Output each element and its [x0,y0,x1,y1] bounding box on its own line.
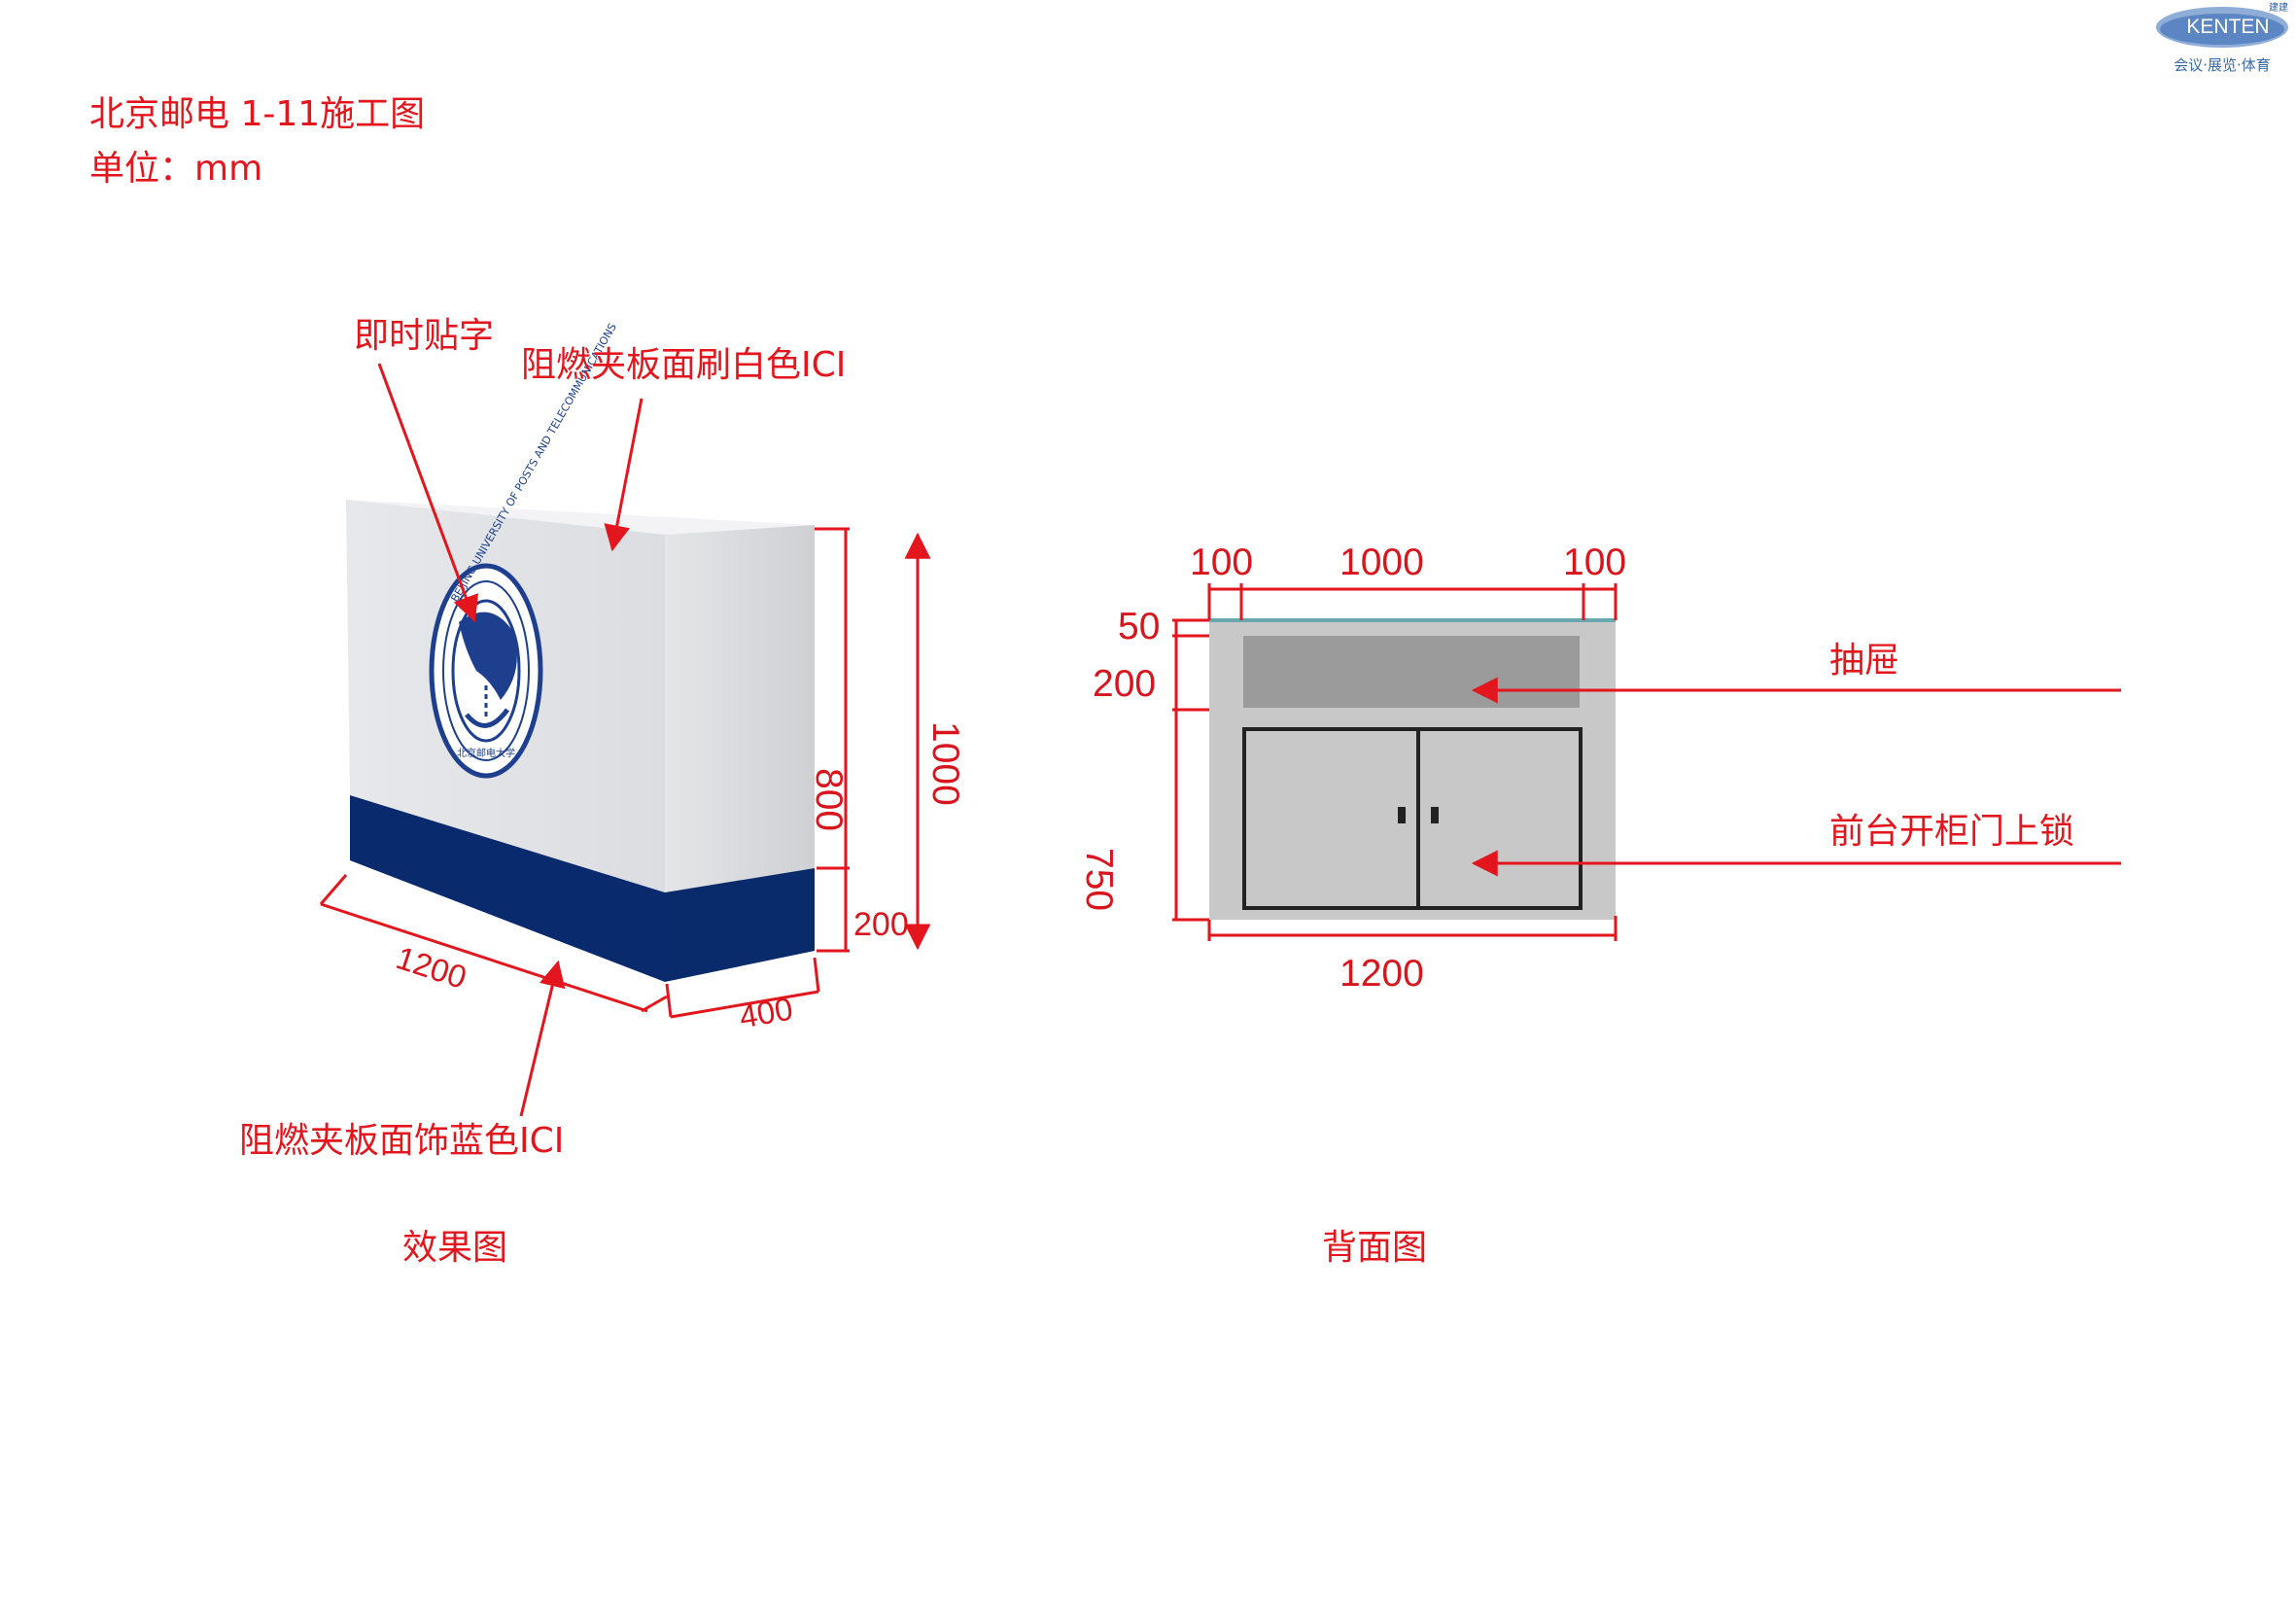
label-top-material: 阻燃夹板面刷白色ICI [521,345,847,385]
leader-bottom-material [519,960,566,1117]
dim-height-total: 1000 [924,721,966,806]
dim-back-top-gap: 50 [1118,606,1161,647]
caption-effect: 效果图 [402,1228,508,1268]
back-cabinet [1242,727,1583,910]
label-cabinet: 前台开柜门上锁 [1829,812,2075,852]
kenten-logo: 建建 KENTEN 会议·展览·体育 [2148,0,2294,78]
emblem-arc [465,708,510,728]
emblem-bird-shape [459,612,517,700]
dim-back-drawer: 200 [1093,663,1157,705]
label-bottom-material: 阻燃夹板面饰蓝色ICI [239,1121,565,1161]
kenten-logo-graphic: 建建 KENTEN 会议·展览·体育 [2156,1,2288,74]
side-white-panel [665,525,815,892]
back-view [1172,583,2121,941]
dim-back-left: 100 [1190,542,1254,583]
dim-height-upper: 800 [808,768,850,832]
dim-height-lower: 200 [853,906,909,943]
cabinet-handle-left [1398,807,1406,823]
dim-back-width: 1200 [1339,953,1424,995]
leader-instant-lettering [377,363,479,623]
brand-name: KENTEN [2186,16,2269,38]
label-instant-lettering: 即时贴字 [354,316,495,356]
front-navy-base [350,795,665,982]
dim-depth: 400 [736,990,796,1035]
drawing-title: 北京邮电 1-11施工图 [89,94,426,134]
dim-back-center: 1000 [1339,542,1424,583]
side-navy-base [665,868,815,982]
unit-label: 单位：mm [89,149,263,189]
brand-small-text: 建建 [2269,1,2288,14]
back-drawer [1243,636,1580,708]
effect-view: BEIJING UNIVERSITY OF POSTS AND TELECOMM… [319,321,931,1117]
emblem-cn-text: 北京邮电大学 [457,747,515,759]
back-dimension-lines [1172,583,1618,941]
label-drawer: 抽屉 [1829,641,1900,681]
caption-back: 背面图 [1322,1228,1428,1268]
counter-top-face [346,500,815,540]
dim-back-right: 100 [1563,542,1627,583]
brand-tagline: 会议·展览·体育 [2174,56,2271,74]
dim-back-cabinet: 750 [1078,848,1120,912]
drawing-title-block: 北京邮电 1-11施工图 单位：mm [89,87,425,196]
cabinet-handle-right [1431,807,1439,823]
leader-top-material [604,398,644,552]
effect-dimension-lines [319,527,931,1019]
